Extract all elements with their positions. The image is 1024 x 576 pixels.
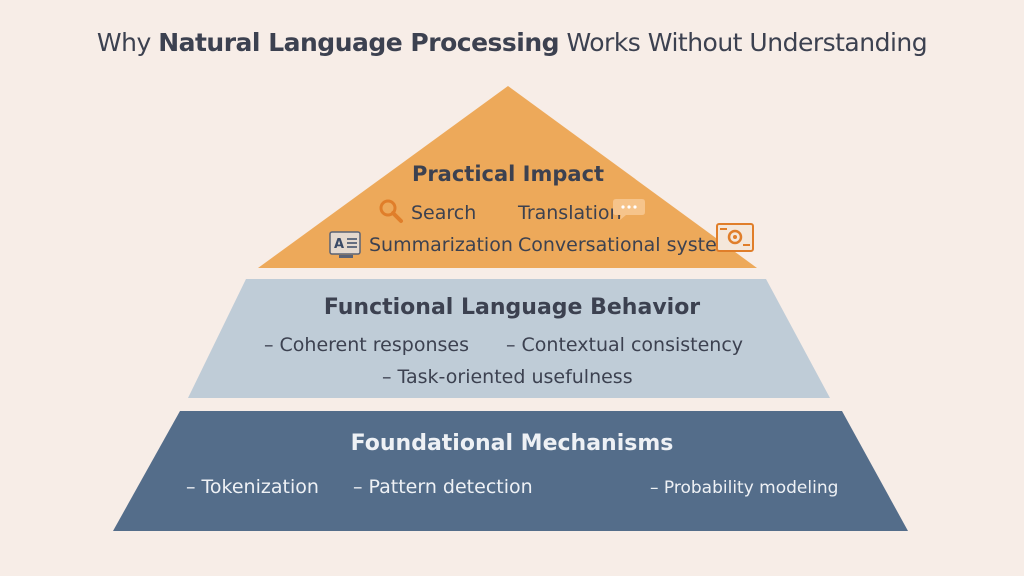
diagram-title: Why Natural Language Processing Works Wi… [0,28,1024,57]
item-search: Search [411,202,477,224]
tier-middle-title: Functional Language Behavior [323,295,701,320]
item-summarization: Summarization [369,234,513,256]
item-pattern-detection: – Pattern detection [353,476,533,498]
magnifier-icon [379,199,403,223]
item-probability-modeling: – Probability modeling [650,478,839,498]
item-conversational-systems: Conversational systems [518,234,746,256]
item-tokenization: – Tokenization [186,476,319,498]
tier-top-shape [258,86,757,268]
gear-monitor-icon [716,223,754,252]
item-task-oriented-usefulness: – Task-oriented usefulness [382,366,633,388]
item-coherent-responses: – Coherent responses [264,334,469,356]
item-translation: Translation [518,202,622,224]
tier-middle-shape [188,279,830,398]
tier-top-title: Practical Impact [411,162,605,186]
title-prefix: Why [96,28,151,57]
chat-bubble-icon [613,199,645,220]
tier-bottom-shape [113,411,908,531]
text-summary-icon: A [329,231,361,258]
title-suffix: Works Without Understanding [566,28,928,57]
tier-bottom-title: Foundational Mechanisms [350,431,674,456]
svg-text:A: A [334,237,344,252]
title-emphasis: Natural Language Processing [158,28,560,57]
item-contextual-consistency: – Contextual consistency [506,334,744,356]
